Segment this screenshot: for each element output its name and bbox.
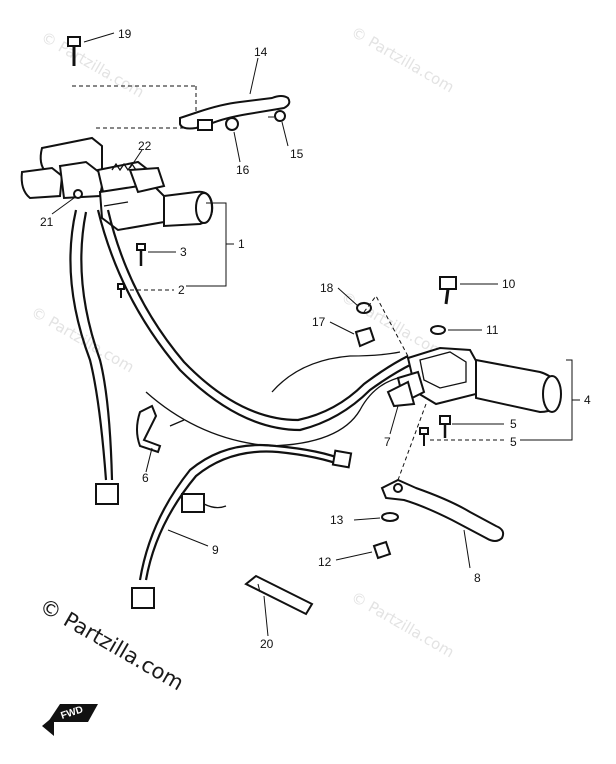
throttle-cable: [96, 209, 413, 432]
callout-6: 6: [142, 471, 149, 485]
band-20: [244, 574, 314, 616]
clamp-6: [136, 404, 185, 454]
callout-7: 7: [384, 435, 391, 449]
clutch-holder-assembly: [20, 136, 166, 232]
washer-11: [430, 325, 446, 335]
callout-12: 12: [318, 555, 332, 569]
callout-8: 8: [474, 571, 481, 585]
callout-2: 2: [178, 283, 185, 297]
bolt-19: [67, 36, 81, 66]
callout-5b: 5: [510, 435, 517, 449]
washer-18: [356, 302, 372, 314]
callout-22: 22: [138, 139, 152, 153]
callout-17: 17: [312, 315, 326, 329]
callout-11: 11: [486, 323, 499, 337]
callout-3: 3: [180, 245, 187, 259]
callout-18: 18: [320, 281, 334, 295]
screw-3: [136, 243, 146, 266]
callout-19: 19: [118, 27, 132, 41]
left-switch-wire: [69, 209, 108, 481]
connector-9b: [131, 587, 155, 609]
watermark-5: © Partzilla.com: [348, 588, 457, 661]
watermark-2: © Partzilla.com: [348, 23, 457, 96]
clutch-lever-14: [179, 95, 291, 131]
screw-5b: [419, 427, 429, 446]
brake-lever-8: [380, 478, 505, 542]
callout-1: 1: [238, 237, 245, 251]
spring-22: [111, 162, 137, 172]
callout-9: 9: [212, 543, 219, 557]
leader-lines: [51, 32, 498, 637]
screw-2: [117, 283, 125, 298]
washer-13: [381, 512, 399, 522]
cable-9: [138, 443, 345, 581]
screw-10: [439, 276, 457, 305]
watermarks: © Partzilla.com © Partzilla.com © Partzi…: [28, 23, 457, 661]
callout-4: 4: [584, 393, 591, 407]
connector-9: [181, 493, 205, 513]
right-grip: [475, 358, 562, 414]
left-connector: [95, 483, 119, 505]
nut-16: [225, 117, 239, 131]
front-arrow-badge: FWD: [42, 704, 98, 736]
nut-17: [354, 326, 376, 348]
callout-13: 13: [330, 513, 344, 527]
bolt-15: [268, 110, 286, 122]
handlebar: [145, 375, 409, 447]
right-switch-assembly: [396, 346, 482, 406]
callout-21: 21: [40, 215, 54, 229]
callout-15: 15: [290, 147, 304, 161]
left-grip: [163, 190, 214, 228]
callout-5a: 5: [510, 417, 517, 431]
nut-12: [372, 540, 392, 560]
callout-14: 14: [254, 45, 268, 59]
screw-5a: [439, 415, 451, 438]
screw-21: [73, 189, 83, 199]
bracket-7: [386, 380, 416, 408]
callout-16: 16: [236, 163, 250, 177]
brand-watermark: © Partzilla.com: [36, 594, 188, 696]
callout-10: 10: [502, 277, 516, 291]
callout-labels: 19 14 15 16 22 21 1 3 2 6 9 20 10 11 18 …: [40, 27, 591, 651]
callout-20: 20: [260, 637, 274, 651]
